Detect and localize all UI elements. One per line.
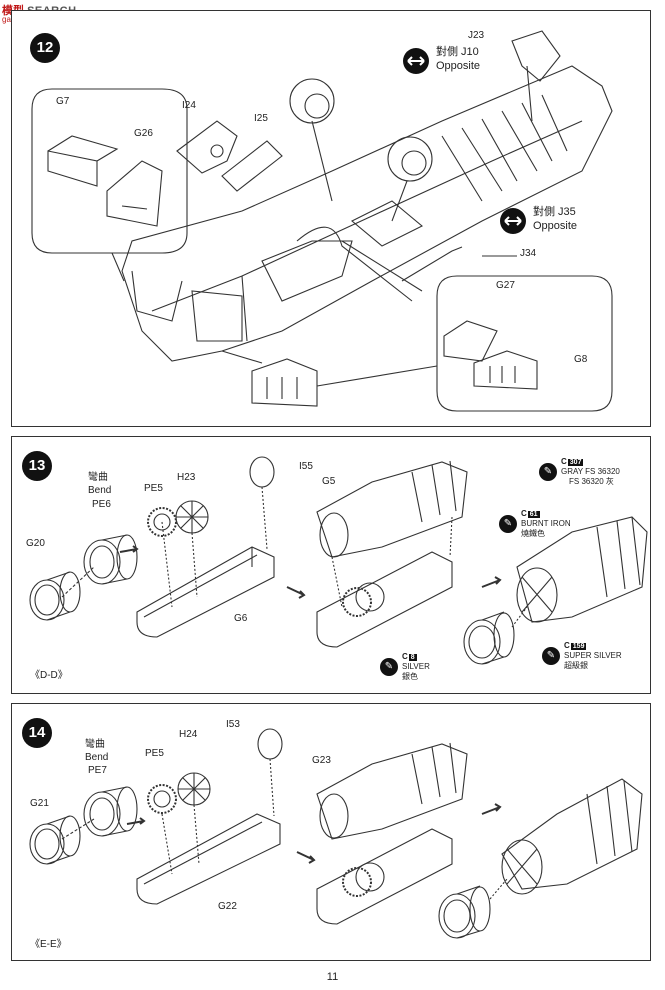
paint-8-code: C [402,652,408,661]
page-number: 11 [326,971,339,983]
paint-brush-icon: ✎ [499,515,517,533]
double-arrow-icon [403,48,429,74]
paint-159-en: SUPER SILVER [564,651,622,660]
label-g6: G6 [234,613,248,624]
label-pe7: PE7 [88,765,107,776]
paint-307-code: C [561,457,567,466]
part-g27-shape [443,320,498,362]
bend-en-14: Bend [85,752,109,763]
part-g5-shape [316,461,468,558]
label-g7: G7 [56,96,70,107]
label-i25: I25 [254,113,268,124]
label-pe5-13: PE5 [144,483,163,494]
assembled-engine-shape-14 [501,778,643,890]
nose-gear-wheel [387,136,433,182]
label-g8: G8 [574,354,588,365]
opposite-j10-en: Opposite [436,60,481,72]
paint-307-num: 307 [567,459,584,466]
part-g8-loose [251,358,318,407]
fuselage-outline [121,65,613,362]
part-i24-shape [176,120,238,174]
section-e-e: 《E-E》 [30,939,67,950]
label-i55: I55 [299,461,313,472]
label-h23: H23 [177,472,196,483]
label-g5: G5 [322,476,336,487]
label-i24: I24 [182,100,196,111]
part-i55-shape [249,456,275,488]
opposite-j35-en: Opposite [533,220,578,232]
paint-159-num: 159 [570,643,587,650]
paint-307-cn: FS 36320 灰 [569,477,614,486]
bend-cn-13: 彎曲 [88,472,108,483]
opposite-j35-cn: 對側 J35 [533,206,576,218]
section-d-d: 《D-D》 [30,670,68,681]
part-i53-shape [257,728,283,760]
label-g23: G23 [312,755,331,766]
paint-8-cn: 銀色 [402,672,418,681]
detail-bubble-g7-g26 [31,88,188,254]
label-pe6: PE6 [92,499,111,510]
paint-61-en: BURNT IRON [521,519,571,528]
step-14-panel: 14 彎曲 Bend PE7 PE5 H24 I53 G23 G21 G22 《… [11,703,651,961]
label-g20: G20 [26,538,45,549]
detail-bubble-g27-g8 [436,275,613,412]
part-g7-shape [47,135,119,187]
paint-8-num: 8 [408,654,417,661]
step-13-drawing [29,456,648,665]
step-12-panel: 12 G7 G26 I24 I25 J23 J34 G27 G8 對側 J10 … [11,10,651,427]
step-13-badge: 13 [22,451,52,481]
part-g26-shape [106,160,163,227]
bend-cn-14: 彎曲 [85,739,105,750]
paint-8-en: SILVER [402,662,430,671]
paint-61-num: 61 [527,511,540,518]
part-pe5-shape [147,507,177,537]
paint-61-code: C [521,509,527,518]
opposite-j10-cn: 對側 J10 [436,46,479,58]
step-12-badge: 12 [30,33,60,63]
part-pe7-shape [83,791,121,837]
label-g27: G27 [496,280,515,291]
label-j23: J23 [468,30,485,41]
bend-en-13: Bend [88,485,112,496]
step-13-panel: 13 彎曲 Bend PE6 PE5 H23 I55 G5 G20 G6 《D-… [11,436,651,694]
label-g22: G22 [218,901,237,912]
part-i25-shape [221,140,283,192]
part-g23-shape [316,743,468,840]
label-h24: H24 [179,729,198,740]
part-g6-shape [136,546,275,638]
step-12-drawing [31,30,613,412]
step-14-badge: 14 [22,718,52,748]
paint-61-cn: 燒鐵色 [521,529,545,538]
part-g8-shape [473,350,538,390]
double-arrow-icon [500,208,526,234]
label-i53: I53 [226,719,240,730]
paint-brush-icon: ✎ [539,463,557,481]
paint-brush-icon: ✎ [542,647,560,665]
part-pe6-shape [83,539,121,585]
paint-brush-icon: ✎ [380,658,398,676]
part-g22-shape [136,813,281,905]
paint-159-code: C [564,641,570,650]
label-g26: G26 [134,128,153,139]
paint-159-cn: 超級銀 [564,661,588,670]
label-pe5-14: PE5 [145,748,164,759]
label-g21: G21 [30,798,49,809]
part-pe5-shape-14 [147,784,177,814]
part-j23-shape [511,30,561,82]
label-j34: J34 [520,248,537,259]
step-14-drawing [29,728,643,939]
paint-307-en: GRAY FS 36320 [561,467,620,476]
assembled-engine-shape [516,516,648,623]
